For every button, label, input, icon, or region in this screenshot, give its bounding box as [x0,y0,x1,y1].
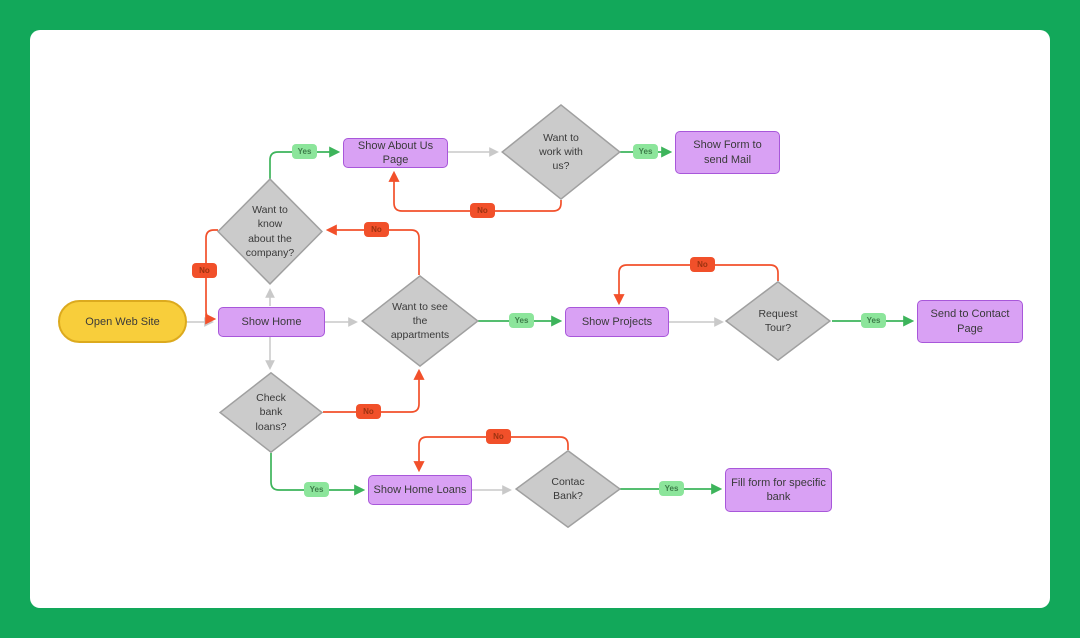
edge-label-no-request-tour-to-projects[interactable]: No [690,257,715,272]
node-show-home-label: Show Home [241,315,302,328]
edge-label-yes-company-to-about-us[interactable]: Yes [292,144,317,159]
node-show-home-loans[interactable]: Show Home Loans [368,475,472,505]
node-want-to-work-with-us-label: Want to work with us? [539,131,583,173]
node-request-tour[interactable]: Request Tour? [725,281,831,361]
edge-yes-bank-loans-to-home-loans [270,453,366,496]
node-check-bank-loans-label: Check bank loans? [255,392,287,433]
diamond-shape [515,450,621,528]
node-contac-bank-label: Contac Bank? [551,475,585,502]
diamond-shape [217,178,323,285]
node-open-web-site[interactable]: Open Web Site [58,300,187,343]
node-send-to-contact-page-label: Send to Contact Page [930,308,1010,335]
node-show-home[interactable]: Show Home [218,307,325,337]
node-show-home-loans-label: Show Home Loans [373,483,467,496]
node-want-to-know-about-company-label: Want to know about the company? [245,204,295,259]
node-want-to-see-apartments-label: Want to see the appartments [390,300,450,342]
node-show-form-to-send-mail-label: Show Form to send Mail [693,139,762,166]
diamond-shape [361,275,479,367]
node-contac-bank[interactable]: Contac Bank? [515,450,621,528]
node-show-projects[interactable]: Show Projects [565,307,669,337]
diamond-shape [725,281,831,361]
edge-label-no-company-to-show-home[interactable]: No [192,263,217,278]
edge-label-no-contac-bank-to-home-loans[interactable]: No [486,429,511,444]
node-open-web-site-label: Open Web Site [85,315,160,328]
diamond-shape [501,104,621,200]
node-fill-form-for-specific-bank-label: Fill form for specific bank [731,476,826,503]
edge-label-yes-work-with-us-to-form-mail[interactable]: Yes [633,144,658,159]
edge-label-yes-bank-loans-to-home-loans[interactable]: Yes [304,482,329,497]
edge-label-yes-apartments-to-projects[interactable]: Yes [509,313,534,328]
node-request-tour-label: Request Tour? [758,307,798,334]
node-show-form-to-send-mail[interactable]: Show Form to send Mail [675,131,780,174]
node-send-to-contact-page[interactable]: Send to Contact Page [917,300,1023,343]
edge-yes-company-to-about-us [269,146,341,179]
edge-label-no-work-with-us-to-about-us[interactable]: No [470,203,495,218]
diamond-shape [219,372,323,453]
node-want-to-know-about-company[interactable]: Want to know about the company? [217,178,323,285]
edge-label-yes-request-tour-to-contact-page[interactable]: Yes [861,313,886,328]
edge-no-apartments-to-company [325,224,420,275]
node-fill-form-for-specific-bank[interactable]: Fill form for specific bank [725,468,832,512]
edge-label-no-bank-loans-to-apartments[interactable]: No [356,404,381,419]
node-want-to-see-apartments[interactable]: Want to see the appartments [361,275,479,367]
node-check-bank-loans[interactable]: Check bank loans? [219,372,323,453]
node-show-projects-label: Show Projects [581,315,653,328]
node-show-about-us-page[interactable]: Show About Us Page [343,138,448,168]
edge-label-yes-contac-bank-to-fill-form[interactable]: Yes [659,481,684,496]
node-show-about-us-page-label: Show About Us Page [357,139,434,166]
edge-label-no-apartments-to-company[interactable]: No [364,222,389,237]
edge-no-bank-loans-to-apartments [323,368,425,413]
node-want-to-work-with-us[interactable]: Want to work with us? [501,104,621,200]
